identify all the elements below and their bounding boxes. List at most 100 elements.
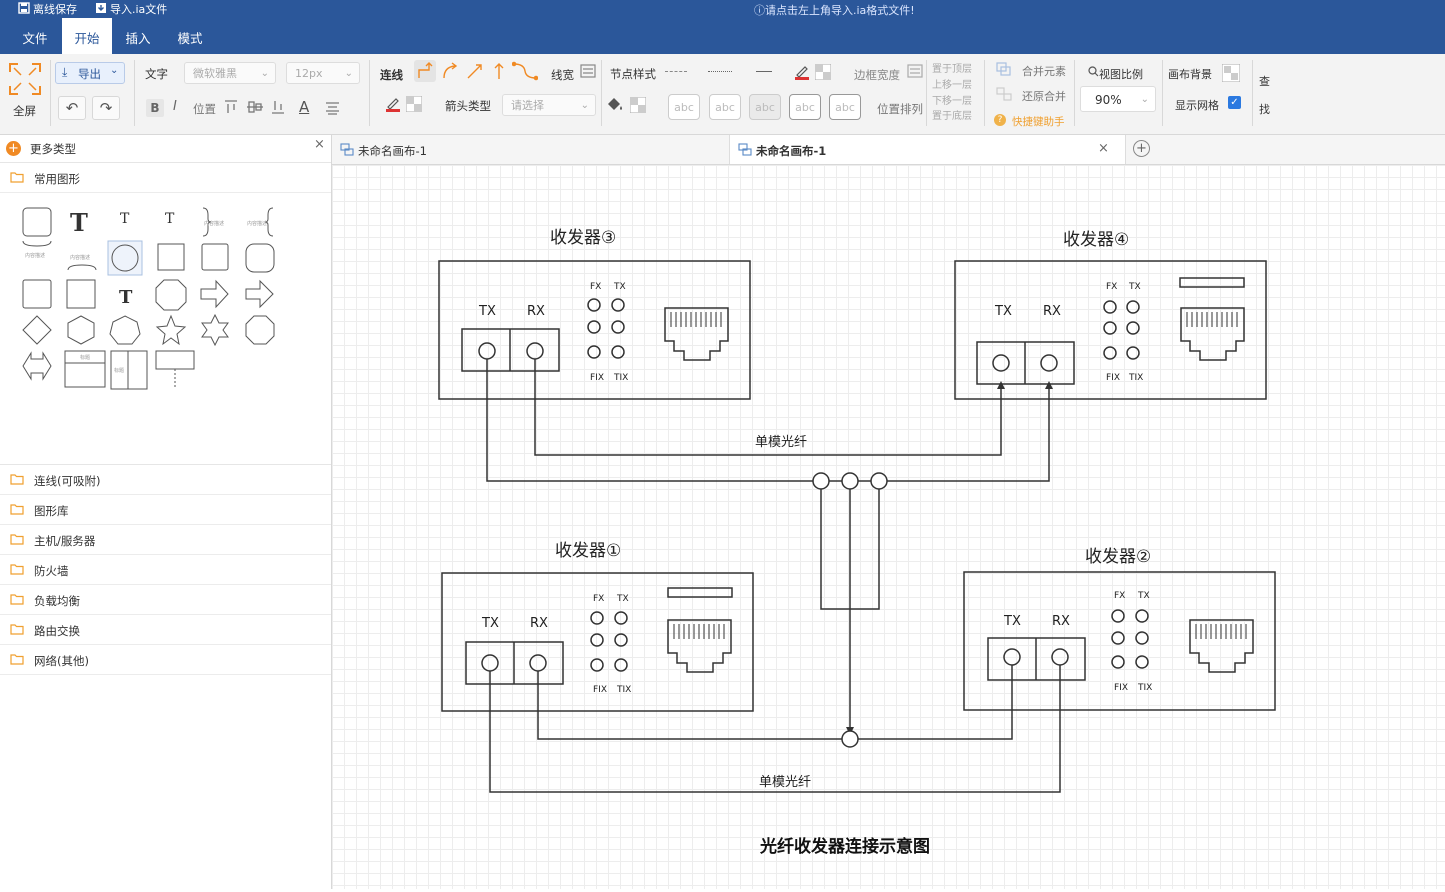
folder-shape-library[interactable]: 图形库 — [0, 495, 331, 525]
folder-firewall[interactable]: 防火墙 — [0, 555, 331, 585]
send-back-button[interactable]: 置于底层 — [932, 111, 972, 122]
font-color-button[interactable]: A — [299, 98, 310, 116]
move-down-button[interactable]: 下移一层 — [932, 96, 972, 107]
border-width-icon[interactable] — [907, 64, 923, 81]
style-sample-1[interactable]: abc — [668, 94, 700, 120]
diamond-shape[interactable] — [22, 315, 52, 345]
arrow-type-select[interactable]: 请选择⌄ — [502, 94, 596, 116]
folder-network-other[interactable]: 网络(其他) — [0, 645, 331, 675]
fullscreen-label[interactable]: 全屏 — [13, 104, 36, 118]
folder-hosts[interactable]: 主机/服务器 — [0, 525, 331, 555]
redo-button[interactable]: ↷ — [92, 96, 120, 120]
close-tab-icon[interactable]: × — [1098, 141, 1109, 156]
fullscreen-icon[interactable] — [8, 62, 42, 99]
line-orthogonal-button[interactable] — [414, 60, 436, 82]
close-icon[interactable]: × — [314, 137, 325, 152]
show-grid-checkbox[interactable]: ✓ — [1228, 96, 1241, 109]
style-sample-4[interactable]: abc — [789, 94, 821, 120]
side-header-shape[interactable] — [110, 350, 148, 390]
transceiver-1[interactable] — [441, 572, 754, 712]
drawing-canvas[interactable]: 收发器③ 收发器④ 收发器① 收发器② TX RX FX TX FIX TIX — [332, 165, 1445, 889]
square-shape-2[interactable] — [22, 279, 52, 309]
octagon-shape[interactable] — [155, 279, 187, 311]
fiber-link-1tx-2rx[interactable] — [489, 665, 1061, 793]
folder-load-balance[interactable]: 负载均衡 — [0, 585, 331, 615]
export-button[interactable]: ⤓ 导出 ⌄ — [55, 62, 125, 84]
italic-button[interactable]: I — [173, 99, 177, 114]
fiber-link-3rx-4tx[interactable] — [534, 359, 1005, 456]
zoom-select[interactable]: 90%⌄ — [1080, 86, 1156, 112]
folder-routing[interactable]: 路由交换 — [0, 615, 331, 645]
offline-save-button[interactable]: 离线保存 — [18, 1, 77, 17]
folder-common-shapes[interactable]: 常用图形 — [0, 163, 331, 193]
right-brace-shape[interactable] — [264, 207, 274, 237]
text-align-icon[interactable] — [325, 101, 340, 118]
line-transparent-icon[interactable] — [405, 95, 423, 115]
align-bottom-icon[interactable] — [271, 100, 285, 117]
menu-insert[interactable]: 插入 — [125, 31, 151, 46]
font-size-select[interactable]: 12px⌄ — [286, 62, 360, 84]
style-sample-5[interactable]: abc — [829, 94, 861, 120]
style-sample-2[interactable]: abc — [709, 94, 741, 120]
line-bezier-icon[interactable] — [511, 60, 539, 85]
text-shape-large[interactable]: T — [70, 208, 88, 237]
text-shape-small[interactable]: T — [165, 211, 175, 227]
rounded-rect-shape[interactable] — [22, 207, 52, 237]
align-top-icon[interactable] — [224, 100, 238, 117]
unmerge-icon[interactable] — [996, 87, 1012, 104]
find-button[interactable]: 查 找 — [1259, 68, 1273, 124]
text-shape-medium[interactable]: T — [120, 211, 130, 227]
font-family-select[interactable]: 微软雅黑⌄ — [184, 62, 276, 84]
octagon-shape-2[interactable] — [245, 315, 275, 345]
position-button[interactable]: 位置 — [193, 102, 216, 116]
menu-mode[interactable]: 模式 — [177, 31, 203, 46]
left-brace-shape[interactable] — [202, 207, 212, 237]
brace-shape[interactable] — [22, 240, 52, 247]
line-curve-icon[interactable] — [441, 61, 461, 84]
arrow-right-shape[interactable] — [200, 279, 229, 309]
undo-button[interactable]: ↶ — [58, 96, 86, 120]
hexagon-shape[interactable] — [67, 315, 95, 345]
header-box-shape[interactable] — [64, 350, 106, 388]
unmerge-button[interactable]: 还原合并 — [1022, 90, 1066, 103]
text-shape-3[interactable]: T — [119, 287, 133, 308]
more-types-label[interactable]: 更多类型 — [30, 142, 76, 156]
solid-style-icon[interactable] — [756, 71, 772, 72]
line-vertical-icon[interactable] — [489, 61, 509, 84]
square-shape-3[interactable] — [66, 279, 96, 309]
import-file-button[interactable]: 导入.ia文件 — [95, 1, 167, 17]
transceiver-4[interactable] — [954, 260, 1267, 400]
fill-transparent-icon[interactable] — [629, 96, 647, 116]
pill-square-shape[interactable] — [245, 243, 275, 273]
dash-style-icon[interactable] — [665, 71, 687, 72]
arrow-right-shape-2[interactable] — [245, 279, 274, 309]
move-up-button[interactable]: 上移一层 — [932, 80, 972, 91]
menu-file[interactable]: 文件 — [22, 31, 48, 46]
splice-node[interactable] — [841, 472, 859, 490]
border-transparent-icon[interactable] — [814, 63, 832, 83]
menu-start[interactable]: 开始 — [62, 18, 112, 54]
bold-button[interactable]: B — [146, 99, 164, 117]
transceiver-3[interactable] — [438, 260, 751, 400]
line-color-icon[interactable] — [385, 96, 401, 115]
transceiver-2[interactable] — [963, 571, 1276, 711]
line-straight-icon[interactable] — [465, 61, 485, 84]
more-types-icon[interactable]: + — [6, 141, 21, 156]
style-sample-3[interactable]: abc — [749, 94, 781, 120]
star-shape[interactable] — [155, 314, 187, 346]
border-color-icon[interactable] — [794, 64, 810, 83]
fill-color-icon[interactable] — [606, 96, 624, 115]
splice-node[interactable] — [812, 472, 830, 490]
circle-shape[interactable] — [111, 244, 139, 272]
bottom-brace-shape[interactable] — [67, 264, 97, 271]
fiber-link-1rx-2tx[interactable] — [537, 665, 1013, 740]
splice-node[interactable] — [870, 472, 888, 490]
align-middle-icon[interactable] — [247, 100, 263, 117]
folder-connectors[interactable]: 连线(可吸附) — [0, 465, 331, 495]
double-arrow-shape[interactable] — [22, 351, 52, 381]
bring-front-button[interactable]: 置于顶层 — [932, 64, 972, 75]
fiber-link-3tx-4rx[interactable] — [486, 359, 1053, 482]
tab-canvas-1[interactable]: 未命名画布-1 — [332, 135, 730, 164]
square-shape[interactable] — [157, 243, 185, 271]
six-star-shape[interactable] — [201, 313, 229, 347]
